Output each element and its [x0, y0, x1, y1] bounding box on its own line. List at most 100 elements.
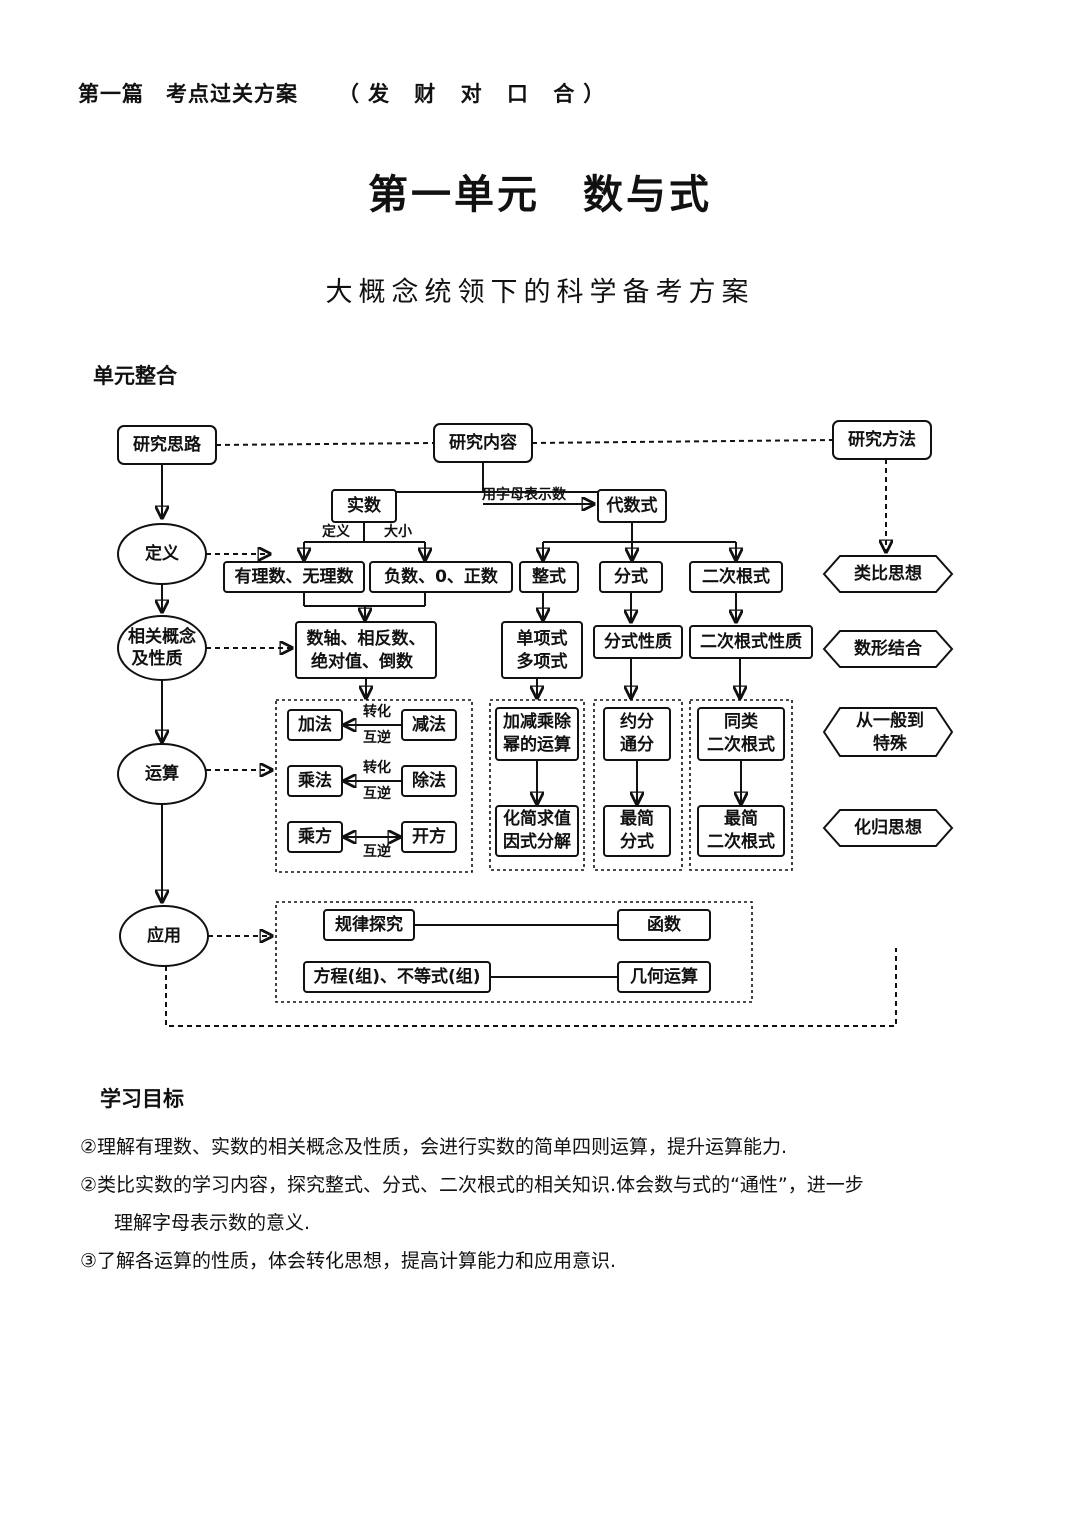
goal-item-2-line2: 理解字母表示数的意义.	[114, 1212, 311, 1234]
node-algebraic-expression: 代数式	[597, 489, 667, 523]
header-note: （发 财 对 口 合）	[338, 82, 614, 106]
node-simplest-fraction: 最简 分式	[603, 805, 671, 857]
node-research-method-label: 研究方法	[848, 429, 916, 450]
node-fraction-expression-label: 分式	[614, 566, 648, 587]
node-common-denom-label: 通分	[620, 735, 654, 755]
node-simplify-line1: 化简求值	[503, 808, 571, 829]
label-inverse-2: 互逆	[363, 785, 391, 802]
group-radical-operations	[689, 699, 793, 871]
node-left-definition-label: 定义	[145, 543, 179, 564]
connector-outer-loop	[165, 948, 897, 1027]
label-letter-represents-number: 用字母表示数	[482, 486, 567, 503]
node-research-idea: 研究思路	[117, 425, 217, 465]
goal-item-1: ②理解有理数、实数的相关概念及性质，会进行实数的简单四则运算，提升运算能力.	[80, 1136, 788, 1158]
header-section: 考点过关方案	[166, 82, 298, 106]
node-integral-expression: 整式	[519, 561, 579, 593]
node-divide-label: 除法	[412, 770, 446, 791]
node-monomial-polynomial: 单项式 多项式	[501, 621, 583, 679]
node-multiply: 乘法	[287, 765, 343, 797]
node-left-concepts-line2: 及性质	[132, 648, 183, 669]
connector-idea-content	[215, 442, 435, 446]
node-radical-expression-label: 二次根式	[702, 566, 770, 587]
header-part: 第一篇	[78, 82, 144, 106]
node-method-general-line1: 从一般到	[856, 710, 924, 731]
page-header: 第一篇考点过关方案 （发 财 对 口 合）	[78, 78, 613, 108]
node-simplest-fraction-line1: 最简	[620, 808, 654, 829]
node-reduce-label: 约分	[620, 711, 654, 732]
node-root: 开方	[401, 821, 457, 853]
node-power-label: 乘方	[297, 826, 332, 847]
node-fraction-property-label: 分式性质	[604, 631, 672, 652]
group-real-operations	[275, 699, 473, 873]
label-transform-1: 转化	[363, 703, 391, 720]
node-polynomial-label: 多项式	[517, 651, 568, 672]
node-real-number: 实数	[331, 489, 397, 523]
label-definition: 定义	[322, 523, 350, 540]
node-number-concepts-line2: 绝对值、倒数	[311, 651, 414, 672]
node-fraction-property: 分式性质	[593, 625, 683, 659]
node-method-analogy-label: 类比思想	[854, 563, 922, 584]
node-left-application-label: 应用	[147, 925, 181, 946]
node-number-concepts: 数轴、相反数、 绝对值、倒数	[295, 621, 437, 679]
concept-map: 研究思路 研究内容 研究方法 实数 用字母表示数 代数式 定义 大小 有理数、无…	[100, 408, 970, 1048]
node-pattern-explore: 规律探究	[323, 909, 415, 941]
node-simplest-radical-line1: 最简	[724, 808, 758, 829]
node-multiply-label: 乘法	[297, 770, 332, 791]
label-inverse-3: 互逆	[363, 843, 391, 860]
node-root-label: 开方	[412, 826, 446, 847]
node-method-number-shape: 数形结合	[822, 630, 954, 668]
page-title: 第一单元 数与式	[368, 171, 712, 218]
node-neg-zero-pos-label: 负数、0、正数	[384, 566, 499, 587]
node-like-radicals-line1: 同类	[724, 711, 759, 732]
node-add-label: 加法	[297, 714, 332, 735]
node-rational-irrational-label: 有理数、无理数	[235, 566, 355, 587]
node-subtract: 减法	[401, 709, 457, 741]
node-function: 函数	[617, 909, 711, 941]
node-algebraic-expression-label: 代数式	[606, 495, 658, 516]
node-method-number-shape-label: 数形结合	[854, 638, 923, 659]
label-size: 大小	[384, 523, 412, 540]
node-real-number-label: 实数	[347, 495, 382, 516]
label-inverse-1: 互逆	[363, 729, 391, 746]
node-number-concepts-line1: 数轴、相反数、	[307, 628, 426, 649]
node-subtract-label: 减法	[412, 714, 446, 735]
node-left-concepts-line1: 相关概念	[128, 626, 196, 647]
node-method-reduction: 化归思想	[822, 809, 954, 847]
node-radical-property-label: 二次根式性质	[700, 631, 802, 652]
node-divide: 除法	[401, 765, 457, 797]
node-simplify-line2: 因式分解	[503, 831, 571, 852]
connector-content-method	[531, 439, 834, 444]
node-research-content: 研究内容	[433, 423, 533, 463]
node-like-radicals: 同类 二次根式	[697, 707, 785, 761]
node-left-definition: 定义	[117, 523, 207, 585]
node-pattern-explore-label: 规律探究	[335, 914, 403, 935]
node-power: 乘方	[287, 821, 343, 853]
node-equation-inequality: 方程(组)、不等式(组)	[303, 961, 491, 993]
node-equation-inequality-label: 方程(组)、不等式(组)	[313, 966, 480, 987]
node-radical-property: 二次根式性质	[689, 625, 813, 659]
node-reduce-common: 约分 通分	[603, 707, 671, 761]
node-research-idea-label: 研究思路	[133, 434, 202, 455]
node-fraction-expression: 分式	[599, 561, 663, 593]
page-subtitle: 大概念统领下的科学备考方案	[325, 277, 755, 308]
goal-item-2-line1: ②类比实数的学习内容，探究整式、分式、二次根式的相关知识.体会数与式的“通性”，…	[80, 1174, 864, 1196]
node-simplest-fraction-line2: 分式	[620, 831, 654, 852]
node-function-label: 函数	[647, 914, 682, 935]
node-simplest-radical: 最简 二次根式	[697, 805, 785, 857]
node-research-method: 研究方法	[832, 420, 932, 460]
heading-learning-goals: 学习目标	[100, 1087, 184, 1111]
node-left-operation-label: 运算	[145, 763, 179, 784]
label-transform-2: 转化	[363, 759, 391, 776]
learning-goals-list: ②理解有理数、实数的相关概念及性质，会进行实数的简单四则运算，提升运算能力. ②…	[80, 1128, 1000, 1280]
node-method-analogy: 类比思想	[822, 555, 954, 593]
node-simplify-factor: 化简求值 因式分解	[495, 805, 579, 857]
node-left-application: 应用	[119, 905, 209, 967]
node-like-radicals-line2: 二次根式	[707, 734, 775, 755]
node-neg-zero-pos: 负数、0、正数	[369, 561, 513, 593]
node-research-content-label: 研究内容	[449, 432, 517, 453]
node-integral-ops-line2: 幂的运算	[502, 734, 571, 755]
node-method-reduction-label: 化归思想	[854, 817, 922, 838]
node-integral-expression-label: 整式	[532, 566, 566, 587]
node-integral-ops: 加减乘除 幂的运算	[495, 707, 579, 761]
node-geometry-calc: 几何运算	[617, 961, 711, 993]
